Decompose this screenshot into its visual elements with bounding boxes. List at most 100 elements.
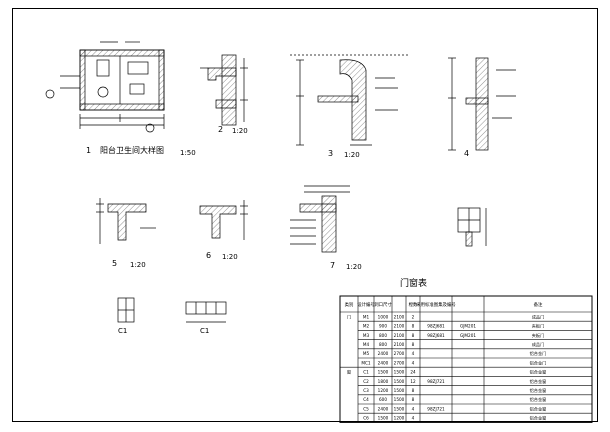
schedule-cell: 门 [347, 313, 351, 320]
detail-3-scale: 1:20 [344, 151, 360, 159]
schedule-cell: 1500 [394, 370, 405, 375]
schedule-cell: 2100 [394, 333, 405, 338]
c1-label-small: C1 [118, 327, 128, 335]
schedule-cell: M3 [363, 333, 370, 338]
detail-5-scale: 1:20 [130, 261, 146, 269]
schedule-cell: 8 [412, 388, 415, 393]
schedule-cell: 2100 [394, 342, 405, 347]
schedule-cell: 1500 [394, 406, 405, 411]
schedule-cell: 2100 [394, 314, 405, 319]
detail-6-section [199, 200, 248, 240]
detail-5-number: 5 [112, 259, 118, 268]
schedule-cell: M4 [363, 342, 370, 347]
detail-2-number: 2 [218, 125, 224, 134]
detail-1-plan [45, 41, 165, 133]
detail-3-section [290, 54, 410, 146]
schedule-cell: 24 [410, 370, 416, 375]
schedule-cell: C6 [363, 416, 369, 421]
schedule-cell: 2100 [394, 324, 405, 329]
schedule-cell: MC1 [361, 360, 371, 365]
schedule-cell: 12 [410, 379, 416, 384]
detail-6-number: 6 [206, 251, 212, 260]
schedule-cell: 窗 [347, 369, 351, 376]
schedule-cell: 铝合金窗 [530, 405, 547, 412]
schedule-cell: 1500 [394, 379, 405, 384]
c1-elevation-wide [185, 301, 227, 323]
schedule-cell: 98ZJ721 [427, 379, 445, 384]
detail-1-number: 1 [86, 146, 92, 155]
detail-6-scale: 1:20 [222, 253, 238, 261]
schedule-cell: 800 [379, 333, 387, 338]
schedule-cell: 1800 [378, 379, 389, 384]
detail-2-scale: 1:20 [232, 127, 248, 135]
c1-label-wide: C1 [200, 327, 210, 335]
schedule-cell: 4 [412, 360, 415, 365]
schedule-cell: 900 [379, 324, 387, 329]
drawing-border [12, 8, 598, 422]
schedule-cell: 4 [412, 416, 415, 421]
schedule-cell: 1500 [394, 397, 405, 402]
schedule-cell: GJM201 [460, 333, 476, 338]
schedule-cell: 成品门 [532, 313, 545, 320]
schedule-cell: 800 [379, 342, 387, 347]
schedule-header-cell: 备注 [534, 301, 543, 308]
schedule-cell: 4 [412, 406, 415, 411]
detail-4-number: 4 [464, 149, 470, 158]
schedule-cell: 1500 [394, 388, 405, 393]
schedule-header-cell: 采用标准图集及编号 [416, 301, 456, 308]
schedule-cell: 1200 [394, 416, 405, 421]
schedule-cell: 1500 [378, 370, 389, 375]
detail-5-section [96, 198, 156, 244]
schedule-cell: 铝合金窗 [530, 396, 547, 403]
schedule-cell: 2400 [378, 351, 389, 356]
schedule-cell: 98ZJ681 [427, 324, 445, 329]
detail-7-section [290, 185, 350, 253]
schedule-border [339, 295, 593, 423]
schedule-header-cell: 洞口尺寸 [374, 301, 392, 308]
schedule-cell: C2 [363, 379, 369, 384]
schedule-cell: M5 [363, 351, 370, 356]
schedule-title: 门窗表 [400, 279, 428, 289]
schedule-cell: 1000 [378, 314, 389, 319]
schedule-cell: 98ZJ681 [427, 333, 445, 338]
schedule-cell: 铝合金窗 [530, 415, 547, 422]
schedule-cell: 2700 [394, 351, 405, 356]
schedule-header-cell: 樘数 [409, 301, 418, 308]
schedule-cell: M2 [363, 324, 370, 329]
schedule-cell: 8 [412, 333, 415, 338]
schedule-header-cell: 设计编号 [357, 301, 375, 308]
schedule-cell: 2400 [378, 406, 389, 411]
schedule-cell: 98ZJ721 [427, 406, 445, 411]
detail-4-section [448, 57, 516, 151]
detail-2-section [200, 54, 248, 126]
detail-1-title: 阳台卫生间大样图 [100, 146, 164, 155]
schedule-cell: 夹板门 [532, 323, 545, 330]
detail-7-scale: 1:20 [346, 263, 362, 271]
schedule-cell: 600 [379, 397, 387, 402]
schedule-cell: 铝合金窗 [530, 369, 547, 376]
schedule-cell: 铝合金门 [530, 359, 547, 366]
schedule-cell: 1200 [378, 388, 389, 393]
detail-8-elevation [457, 207, 487, 247]
schedule-cell: 8 [412, 397, 415, 402]
c1-elevation-small [117, 297, 135, 323]
schedule-cell: 2400 [378, 360, 389, 365]
schedule-cell: C1 [363, 370, 369, 375]
schedule-cell: 夹板门 [532, 332, 545, 339]
schedule-cell: C3 [363, 388, 369, 393]
schedule-cell: 4 [412, 351, 415, 356]
schedule-cell: C5 [363, 406, 369, 411]
schedule-cell: C4 [363, 397, 369, 402]
schedule-cell: 8 [412, 324, 415, 329]
schedule-cell: 铝合金门 [530, 350, 547, 357]
schedule-cell: 铝合金窗 [530, 387, 547, 394]
schedule-cell: 成品门 [532, 341, 545, 348]
schedule-header-cell: 类别 [345, 301, 354, 308]
schedule-cell: 1500 [378, 416, 389, 421]
detail-7-number: 7 [330, 261, 336, 270]
schedule-cell: 2700 [394, 360, 405, 365]
detail-3-number: 3 [328, 149, 334, 158]
